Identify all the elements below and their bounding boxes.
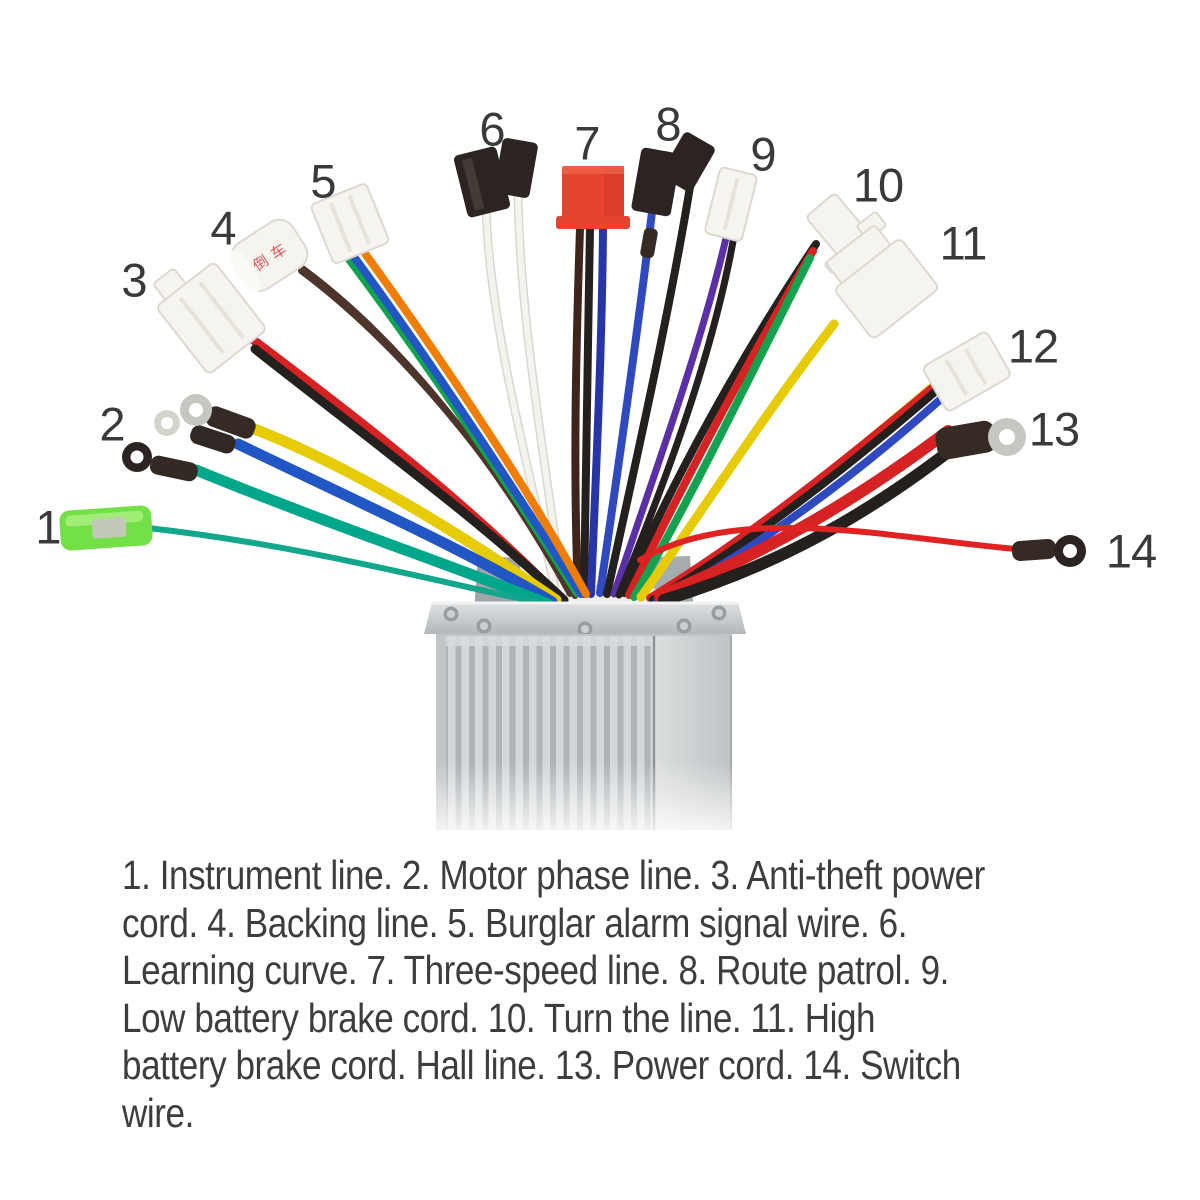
wire-instrument — [145, 525, 539, 605]
caption-line: Learning curve. 7. Three-speed line. 8. … — [122, 947, 949, 993]
wire-label-13: 13 — [1028, 402, 1080, 456]
screw-head — [581, 625, 589, 633]
connector-low-battery — [704, 166, 758, 242]
sleeve — [935, 420, 997, 460]
wire-label-6: 6 — [479, 102, 505, 156]
wire-low-battery-black — [615, 232, 738, 599]
groove — [722, 178, 740, 230]
spade-crimp — [91, 516, 127, 539]
groove — [963, 348, 988, 385]
wire-label-4: 4 — [210, 201, 236, 255]
sleeve-teal — [149, 455, 198, 482]
controller-box — [400, 601, 780, 840]
groove — [178, 296, 226, 355]
caption-line: cord. 4. Backing line. 5. Burglar alarm … — [122, 899, 908, 946]
wire-high-battery-yellow — [636, 319, 839, 602]
ring-black-hole — [130, 450, 144, 464]
wire-phase-yellow — [246, 422, 562, 606]
wire-power-black — [658, 443, 958, 606]
controller-photo: 倒车 — [35, 97, 1157, 840]
caption: 1. Instrument line. 2. Motor phase line.… — [122, 852, 985, 1137]
wire-switch — [637, 524, 1019, 563]
sm-plug — [661, 132, 715, 192]
wire-sleeve — [640, 227, 658, 259]
wire-phase-teal — [190, 464, 554, 610]
highlight — [562, 166, 624, 174]
wire-backing-2 — [298, 268, 578, 599]
sm-notch — [462, 157, 485, 211]
wire-label-5: 5 — [310, 154, 336, 208]
caption-line: battery brake cord. Hall line. 13. Power… — [122, 1042, 961, 1088]
wire-label-10: 10 — [852, 158, 904, 212]
connector-route-patrol — [631, 132, 715, 259]
connector-antitheft — [153, 262, 266, 374]
wire-label-8: 8 — [655, 97, 681, 151]
connectors: 倒车 — [59, 132, 1086, 567]
screw-head — [680, 622, 688, 630]
wire-low-battery-purple — [610, 234, 730, 598]
plate-screws — [443, 605, 727, 637]
wire-route-patrol-black — [603, 183, 694, 598]
wire-three-speed-brown — [571, 224, 584, 597]
photo-fade — [400, 762, 780, 840]
wire-label-14: 14 — [1105, 524, 1157, 578]
wire-label-1: 1 — [35, 500, 61, 554]
connector-three-speed — [556, 166, 630, 229]
wire-label-11: 11 — [939, 216, 988, 270]
ring-hole — [1063, 544, 1077, 558]
groove — [944, 359, 969, 396]
groove — [347, 195, 371, 245]
shade — [604, 166, 624, 216]
housing — [835, 239, 938, 339]
wire-hall-red — [646, 379, 942, 602]
wire-label-9: 9 — [750, 127, 776, 181]
connector-high-battery — [826, 211, 938, 339]
sm-plug — [494, 138, 538, 198]
wire-label-7: 7 — [574, 116, 600, 170]
wire-bundle — [145, 183, 1019, 610]
caption-line: Low battery brake cord. 10. Turn the lin… — [122, 994, 876, 1041]
connector-instrument — [59, 505, 153, 551]
sleeve — [1011, 539, 1057, 561]
groove — [329, 202, 353, 253]
connector-hall — [923, 331, 1011, 412]
box-top-plate — [424, 602, 746, 634]
caption-line: 1. Instrument line. 2. Motor phase line.… — [122, 852, 985, 898]
wire-route-patrol-blue — [596, 208, 656, 597]
wire-phase-blue — [232, 438, 558, 608]
wire-alarm-blue — [348, 250, 585, 598]
groove — [198, 281, 245, 339]
wire-three-speed-black — [580, 225, 594, 598]
connector-learning — [453, 138, 538, 218]
connector-switch — [1011, 535, 1086, 567]
screw-head — [715, 609, 723, 617]
wire-alarm-orange — [357, 244, 590, 598]
wire-label-12: 12 — [1007, 319, 1059, 373]
controller-illustration: 倒车 — [59, 132, 1086, 840]
wire-label-3: 3 — [121, 253, 147, 307]
fin-top-band — [446, 636, 654, 646]
flange — [556, 216, 630, 229]
cap — [229, 250, 261, 292]
connector-motor-phase — [122, 394, 256, 482]
connector-alarm — [310, 183, 390, 265]
wire-antitheft-black — [250, 344, 569, 605]
connector-power — [935, 418, 1026, 460]
screw-head — [447, 610, 455, 618]
sleeve-blue — [190, 425, 236, 454]
caption-line: wire. — [122, 1089, 194, 1136]
housing — [157, 262, 266, 374]
ring-hole — [999, 429, 1015, 445]
wire-three-speed-navy — [587, 224, 607, 598]
connector-backing: 倒车 — [229, 218, 309, 292]
housing — [923, 331, 1011, 412]
sleeve-yellow — [205, 406, 256, 439]
ring-silver-hole — [189, 403, 203, 417]
wire-label-2: 2 — [99, 397, 125, 451]
ring-pale-hole — [161, 417, 173, 429]
wire-turn-green — [630, 254, 814, 601]
screw-head — [480, 622, 488, 630]
